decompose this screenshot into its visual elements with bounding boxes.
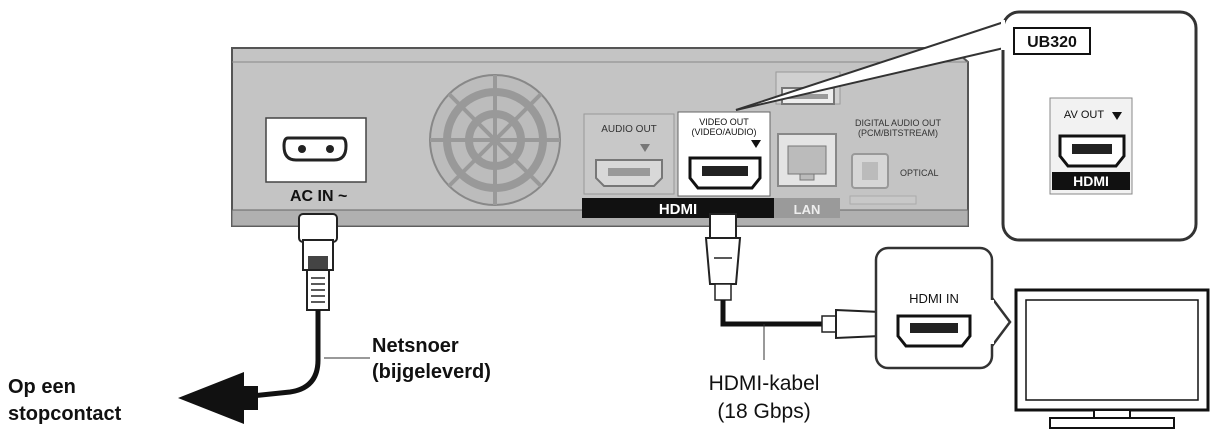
power-cord bbox=[178, 213, 338, 424]
outlet-arrow bbox=[178, 372, 258, 424]
video-out-label-1: VIDEO OUT bbox=[699, 117, 749, 127]
hdmi-cable-label-1: HDMI-kabel bbox=[709, 372, 820, 395]
hdmi-bar-label: HDMI bbox=[659, 201, 697, 218]
ac-inlet: AC IN ~ bbox=[265, 117, 367, 205]
hdmi-cable-label-2: (18 Gbps) bbox=[717, 400, 810, 423]
optical-port: DIGITAL AUDIO OUT (PCM/BITSTREAM) OPTICA… bbox=[849, 118, 942, 205]
fan-grille bbox=[429, 74, 561, 206]
lan-bar: LAN bbox=[774, 198, 840, 218]
audio-out-label: AUDIO OUT bbox=[601, 124, 657, 135]
lan-port bbox=[777, 133, 837, 187]
model-label: UB320 bbox=[1027, 34, 1077, 51]
hdmi-bar: HDMI bbox=[582, 198, 774, 218]
tv-hdmi-in-callout: HDMI IN bbox=[874, 246, 1012, 370]
inset-hdmi-logo: HDMI bbox=[1073, 173, 1109, 189]
digital-audio-label-1: DIGITAL AUDIO OUT bbox=[855, 118, 942, 128]
video-out-port: VIDEO OUT (VIDEO/AUDIO) bbox=[677, 111, 771, 197]
outlet-label-1: Op een bbox=[8, 376, 76, 398]
video-out-label-2: (VIDEO/AUDIO) bbox=[691, 127, 756, 137]
outlet-label-2: stopcontact bbox=[8, 403, 122, 425]
inset-callout: UB320 AV OUT HDMI bbox=[735, 10, 1198, 242]
hdmi-cable bbox=[704, 213, 901, 340]
power-cord-label-2: (bijgeleverd) bbox=[372, 361, 491, 383]
hdmi-in-label: HDMI IN bbox=[909, 291, 959, 306]
digital-audio-label-2: (PCM/BITSTREAM) bbox=[858, 128, 938, 138]
lan-bar-label: LAN bbox=[794, 202, 821, 217]
optical-label: OPTICAL bbox=[900, 168, 939, 178]
av-out-label: AV OUT bbox=[1064, 109, 1104, 121]
ac-in-label: AC IN ~ bbox=[290, 188, 347, 205]
power-cord-label-1: Netsnoer bbox=[372, 335, 459, 357]
tv bbox=[1014, 288, 1210, 429]
model-badge bbox=[1013, 27, 1091, 55]
audio-out-port: AUDIO OUT bbox=[583, 113, 675, 195]
